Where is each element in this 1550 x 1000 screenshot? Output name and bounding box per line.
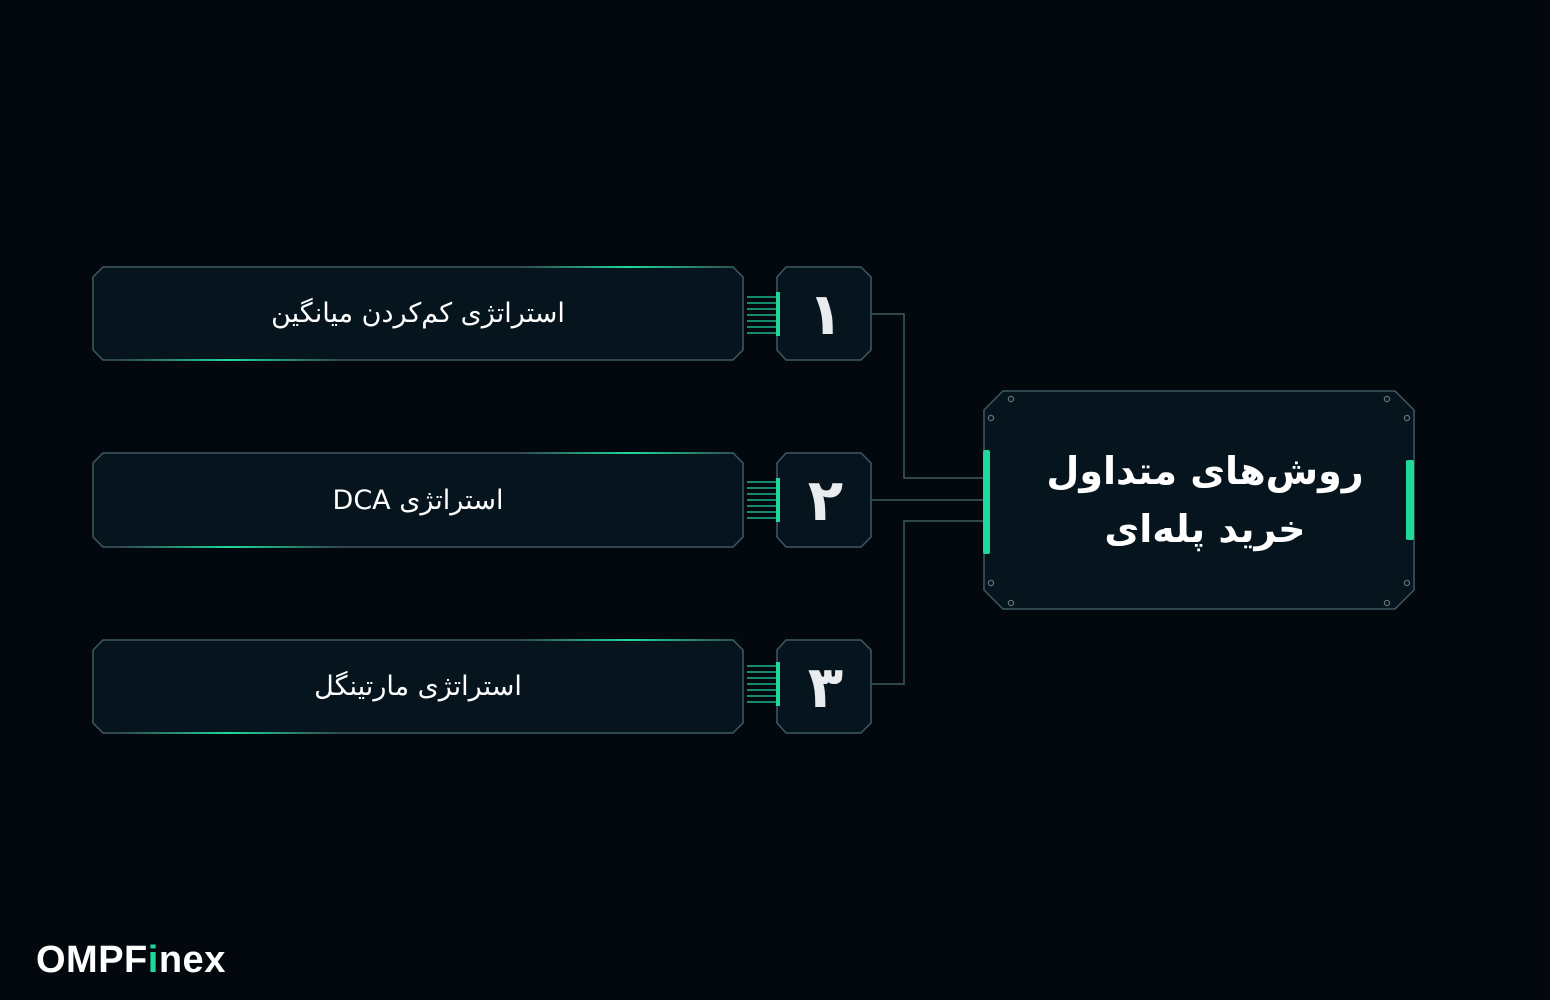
- item-panel-3: [92, 639, 744, 734]
- item-label-3: استراتژی مارتینگل: [314, 671, 522, 702]
- stripe-connector-1: [747, 296, 778, 334]
- stripe-connector-3: [747, 665, 778, 703]
- connector-1: [871, 313, 984, 479]
- connector-lines: [871, 313, 984, 685]
- number-box-3: [776, 639, 872, 734]
- item-label-1: استراتژی کم‌کردن میانگین: [271, 298, 565, 329]
- item-panel-1: [92, 266, 744, 361]
- title-stripes: [1414, 466, 1505, 532]
- diagram-title: روش‌های متداول خرید پله‌ای: [1000, 391, 1410, 609]
- item-panel-2: [92, 452, 744, 548]
- number-box-2: [776, 452, 872, 548]
- brand-logo-accent: i: [147, 939, 159, 981]
- item-label-2: استراتژی DCA: [332, 484, 504, 516]
- item-number-1: ۱: [807, 279, 844, 348]
- brand-logo-prefix: OMPF: [36, 939, 148, 981]
- title-box: [983, 390, 1415, 610]
- brand-logo-suffix: nex: [158, 939, 226, 981]
- title-box-rivets: [987, 395, 1411, 607]
- title-line-2: خرید پله‌ای: [1104, 507, 1306, 551]
- item-number-3: ۳: [807, 652, 844, 721]
- brand-logo: OMPFinex: [36, 936, 226, 984]
- number-box-1: [776, 266, 872, 361]
- item-number-2: ۲: [807, 466, 844, 534]
- connector-3: [871, 520, 984, 685]
- stripe-connector-2: [747, 481, 778, 519]
- title-line-1: روش‌های متداول: [1046, 449, 1364, 493]
